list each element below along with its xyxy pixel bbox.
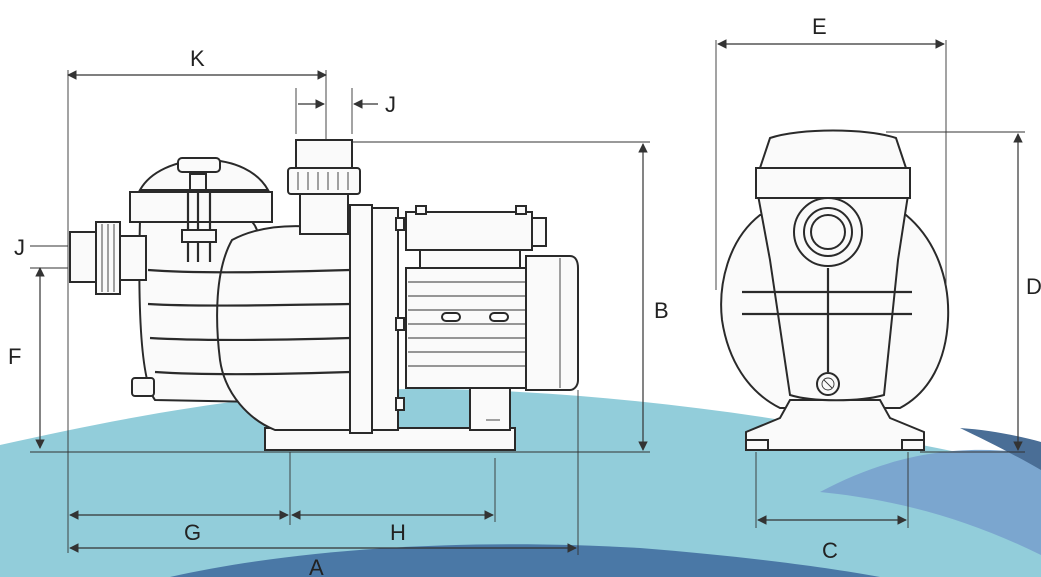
label-b: B [654, 298, 669, 323]
label-d: D [1026, 274, 1041, 299]
label-j-top: J [385, 92, 396, 117]
label-g: G [184, 520, 201, 545]
label-f: F [8, 344, 21, 369]
label-j-side: J [14, 235, 25, 260]
pump-front-view [720, 129, 950, 451]
dimension-labels: K J J F B G H A E D C [8, 14, 1041, 577]
label-h: H [390, 520, 406, 545]
pump-side-view [69, 139, 579, 451]
label-e: E [812, 14, 827, 39]
dimension-lines [30, 39, 1025, 555]
wave-mid-right [820, 449, 1041, 555]
label-k: K [190, 46, 205, 71]
label-a: A [309, 555, 324, 577]
label-c: C [822, 538, 838, 563]
